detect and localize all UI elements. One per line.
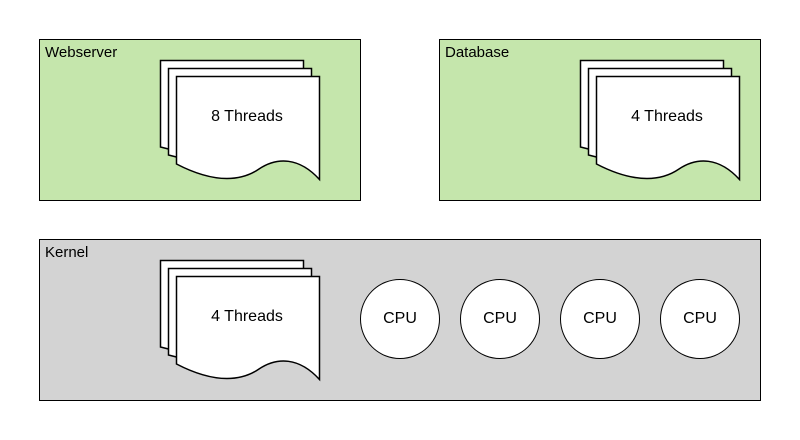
cpu-circle: CPU	[560, 279, 640, 359]
cpu-circle: CPU	[460, 279, 540, 359]
kernel-title: Kernel	[45, 244, 89, 261]
webserver-threads-label: 8 Threads	[211, 108, 283, 125]
threads-document-stack-icon	[159, 59, 321, 182]
database-title: Database	[445, 44, 510, 61]
database-threads-stack: 4 Threads	[579, 59, 745, 185]
kernel-threads-label: 4 Threads	[211, 308, 283, 325]
threads-document-stack-icon	[579, 59, 741, 182]
webserver-title: Webserver	[45, 44, 118, 61]
cpu-circle: CPU	[660, 279, 740, 359]
database-threads-label: 4 Threads	[631, 108, 703, 125]
kernel-threads-stack: 4 Threads	[159, 259, 325, 385]
threads-document-stack-icon	[159, 259, 321, 382]
webserver-threads-stack: 8 Threads	[159, 59, 325, 185]
cpu-circle: CPU	[360, 279, 440, 359]
